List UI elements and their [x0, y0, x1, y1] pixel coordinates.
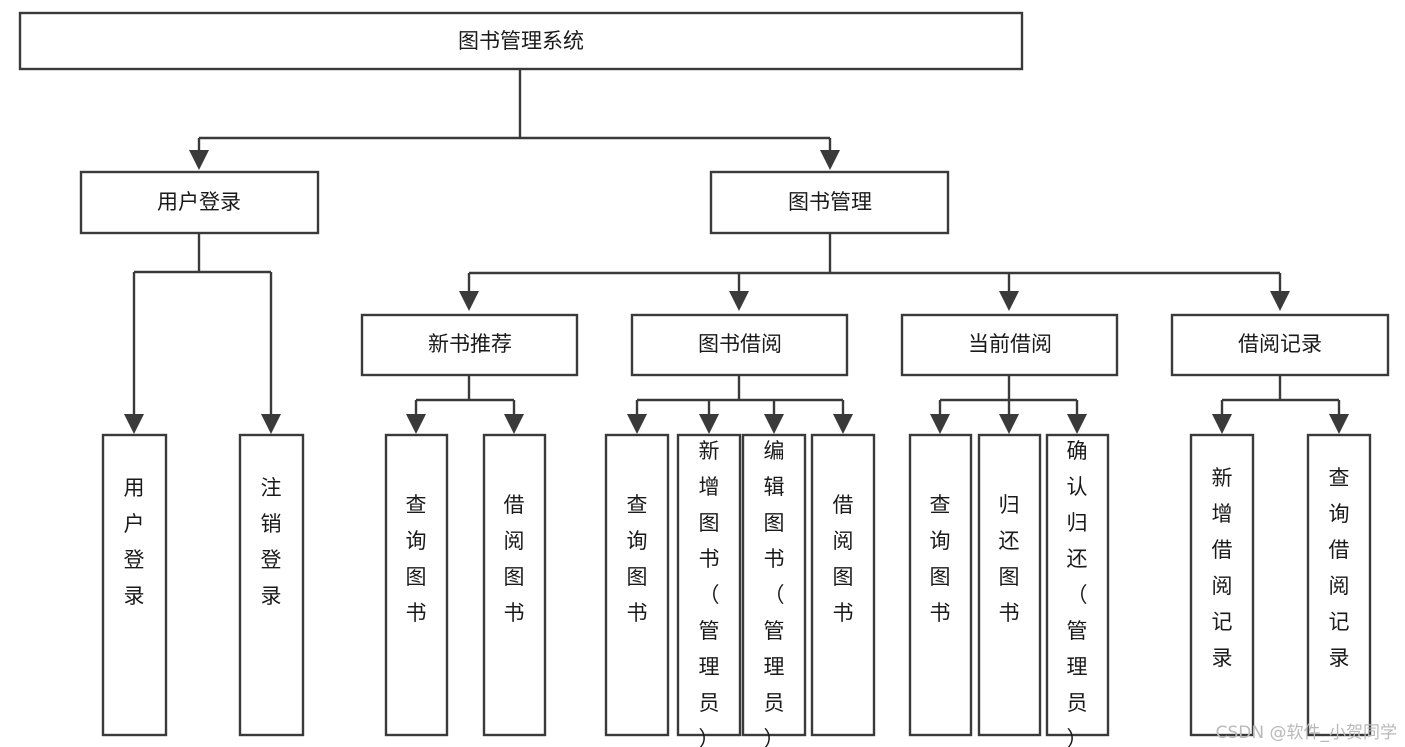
node-leaf-confirm-return-box[interactable] — [1045, 433, 1110, 737]
node-leaf-add-book-box[interactable] — [676, 433, 742, 737]
node-borrow-record[interactable]: 借阅记录 — [1170, 313, 1390, 377]
node-leaf-borrow-book-2-label: 借阅图书 — [833, 493, 854, 625]
arrow-head-leaf-borrow-book-2 — [833, 414, 853, 434]
arrow-head-leaf-add-book — [699, 414, 719, 434]
node-leaf-return-book-box[interactable] — [977, 433, 1042, 737]
arrow-head-new-book-recommend — [459, 291, 479, 311]
node-root-box[interactable] — [18, 11, 1024, 71]
node-book-manage-box[interactable] — [709, 170, 950, 235]
node-leaf-borrow-book-1-box[interactable] — [482, 433, 547, 737]
node-leaf-query-book-2[interactable]: 查询图书 — [604, 433, 670, 737]
connector-layer — [124, 69, 1349, 434]
node-leaf-edit-book[interactable]: 编辑图书（管理员） — [741, 433, 807, 747]
node-leaf-add-record[interactable]: 新增借阅记录 — [1189, 433, 1255, 737]
node-current-borrow-label: 当前借阅 — [968, 332, 1052, 356]
node-leaf-borrow-book-1[interactable]: 借阅图书 — [482, 433, 547, 737]
node-leaf-edit-book-box[interactable] — [741, 433, 807, 737]
node-book-manage[interactable]: 图书管理 — [709, 170, 950, 235]
node-root[interactable]: 图书管理系统 — [18, 11, 1024, 71]
node-leaf-add-record-box[interactable] — [1189, 433, 1255, 737]
node-leaf-add-record-label: 新增借阅记录 — [1212, 466, 1233, 670]
node-leaf-borrow-book-2[interactable]: 借阅图书 — [810, 433, 876, 737]
node-leaf-query-book-3[interactable]: 查询图书 — [908, 433, 973, 737]
node-leaf-user-login-box[interactable] — [101, 433, 168, 737]
arrow-head-leaf-confirm-return — [1067, 414, 1087, 434]
node-leaf-query-record-box[interactable] — [1306, 433, 1372, 737]
node-current-borrow-box[interactable] — [900, 313, 1119, 377]
node-leaf-confirm-return-label: 确认归还（管理员） — [1067, 439, 1088, 747]
node-leaf-user-logout-label: 注销登录 — [261, 476, 282, 608]
arrow-head-borrow-record — [1270, 291, 1290, 311]
node-leaf-return-book[interactable]: 归还图书 — [977, 433, 1042, 737]
node-leaf-borrow-book-1-label: 借阅图书 — [504, 493, 525, 625]
arrow-head-leaf-edit-book — [764, 414, 784, 434]
arrow-head-leaf-query-book-3 — [930, 414, 950, 434]
node-leaf-add-book-label: 新增图书（管理员） — [699, 439, 720, 747]
arrow-head-book-borrow — [729, 291, 749, 311]
node-leaf-borrow-book-2-box[interactable] — [810, 433, 876, 737]
node-leaf-edit-book-label: 编辑图书（管理员） — [764, 439, 785, 747]
arrow-head-leaf-user-logout — [261, 414, 281, 434]
node-leaf-query-book-1-box[interactable] — [384, 433, 449, 737]
arrow-head-leaf-query-book-2 — [627, 414, 647, 434]
node-new-book-recommend-label: 新书推荐 — [428, 332, 512, 356]
node-borrow-record-label: 借阅记录 — [1238, 332, 1322, 356]
node-leaf-query-book-1-label: 查询图书 — [406, 493, 427, 625]
node-leaf-query-book-3-box[interactable] — [908, 433, 973, 737]
node-leaf-user-logout[interactable]: 注销登录 — [238, 433, 305, 737]
node-book-borrow-box[interactable] — [630, 313, 849, 377]
node-current-borrow[interactable]: 当前借阅 — [900, 313, 1119, 377]
arrow-head-leaf-user-login — [124, 414, 144, 434]
node-leaf-query-book-2-label: 查询图书 — [627, 493, 648, 625]
arrow-head-leaf-add-record — [1212, 414, 1232, 434]
node-leaf-user-login[interactable]: 用户登录 — [101, 433, 168, 737]
node-leaf-query-book-3-label: 查询图书 — [930, 493, 951, 625]
node-new-book-recommend-box[interactable] — [360, 313, 579, 377]
node-book-borrow[interactable]: 图书借阅 — [630, 313, 849, 377]
node-user-login[interactable]: 用户登录 — [79, 170, 320, 235]
arrow-head-leaf-query-book-1 — [406, 414, 426, 434]
node-leaf-query-record-label: 查询借阅记录 — [1329, 466, 1350, 670]
node-user-login-box[interactable] — [79, 170, 320, 235]
node-leaf-query-book-2-box[interactable] — [604, 433, 670, 737]
arrow-head-leaf-return-book — [999, 414, 1019, 434]
node-leaf-add-book[interactable]: 新增图书（管理员） — [676, 433, 742, 747]
node-root-label: 图书管理系统 — [458, 29, 584, 53]
arrow-head-leaf-borrow-book-1 — [504, 414, 524, 434]
node-user-login-label: 用户登录 — [157, 190, 241, 214]
node-leaf-confirm-return[interactable]: 确认归还（管理员） — [1045, 433, 1110, 747]
node-new-book-recommend[interactable]: 新书推荐 — [360, 313, 579, 377]
node-leaf-query-book-1[interactable]: 查询图书 — [384, 433, 449, 737]
node-borrow-record-box[interactable] — [1170, 313, 1390, 377]
node-leaf-user-logout-box[interactable] — [238, 433, 305, 737]
arrow-head-leaf-query-record — [1329, 414, 1349, 434]
node-book-manage-label: 图书管理 — [788, 190, 872, 214]
arrow-head-current-borrow — [999, 291, 1019, 311]
node-leaf-return-book-label: 归还图书 — [999, 493, 1020, 625]
node-leaf-query-record[interactable]: 查询借阅记录 — [1306, 433, 1372, 737]
arrow-head-book-manage — [820, 150, 840, 170]
arrow-head-user-login — [189, 150, 209, 170]
node-book-borrow-label: 图书借阅 — [698, 332, 782, 356]
node-leaf-user-login-label: 用户登录 — [124, 476, 145, 608]
